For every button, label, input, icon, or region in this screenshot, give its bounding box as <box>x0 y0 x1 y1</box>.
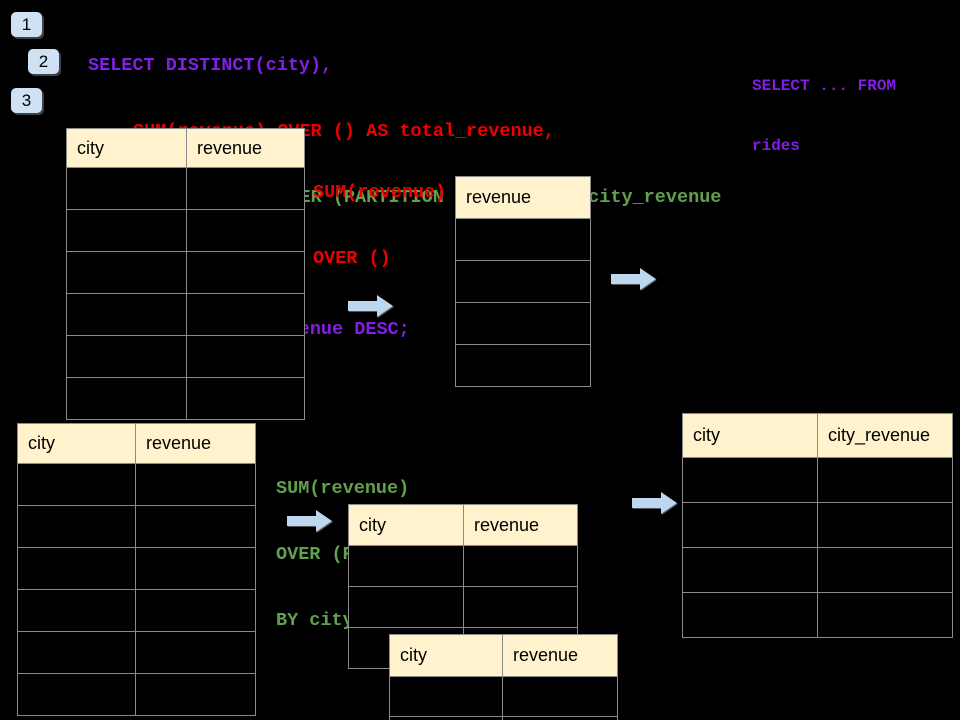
table-partition-front: city revenue <box>389 634 618 720</box>
column-header-revenue: revenue <box>502 634 618 677</box>
table-row <box>17 505 256 548</box>
table-row <box>682 547 953 593</box>
table-row <box>17 673 256 716</box>
label-sum-over-total: SUM(revenue) OVER () <box>313 138 446 314</box>
table-row <box>17 631 256 674</box>
header-row: revenue <box>455 176 591 219</box>
arrow-right-icon <box>611 268 656 290</box>
header-row: city revenue <box>66 128 305 168</box>
table-row <box>682 457 953 503</box>
table-row <box>66 293 305 336</box>
label-total-line-1: SUM(revenue) <box>313 182 447 203</box>
table-source-bottom: city revenue <box>17 423 256 716</box>
column-header-city: city <box>682 413 818 458</box>
column-header-revenue: revenue <box>463 504 578 546</box>
column-header-city: city <box>66 128 187 168</box>
header-row: city revenue <box>348 504 578 546</box>
table-row <box>348 586 578 628</box>
table-row <box>66 251 305 294</box>
column-header-revenue: revenue <box>186 128 305 168</box>
step-badge-1: 1 <box>11 12 42 37</box>
table-final-result: city city_revenue <box>682 413 953 638</box>
table-row <box>455 302 591 345</box>
table-row <box>348 545 578 587</box>
table-source-top: city revenue <box>66 128 305 420</box>
header-row: city city_revenue <box>682 413 953 458</box>
column-header-revenue: revenue <box>135 423 256 464</box>
label-partition-line-1: SUM(revenue) <box>276 478 410 499</box>
table-row <box>455 218 591 261</box>
column-header-city-revenue: city_revenue <box>817 413 953 458</box>
table-row <box>17 547 256 590</box>
column-header-city: city <box>389 634 503 677</box>
arrow-right-icon <box>287 510 332 532</box>
sql-line-select: SELECT DISTINCT(city), <box>88 55 333 76</box>
table-row <box>389 676 618 717</box>
column-header-revenue: revenue <box>455 176 591 219</box>
table-row <box>17 589 256 632</box>
note-line-2: rides <box>752 137 801 155</box>
table-row <box>682 592 953 638</box>
table-row <box>455 260 591 303</box>
arrow-right-icon <box>632 492 677 514</box>
step-badge-2: 2 <box>28 49 59 74</box>
header-row: city revenue <box>389 634 618 677</box>
table-row <box>66 167 305 210</box>
select-from-note: SELECT ... FROM rides <box>752 36 896 196</box>
table-row <box>17 463 256 506</box>
table-row <box>66 209 305 252</box>
table-row <box>455 344 591 387</box>
column-header-city: city <box>17 423 136 464</box>
table-row <box>66 335 305 378</box>
note-line-1: SELECT ... FROM <box>752 77 897 95</box>
label-total-line-2: OVER () <box>313 248 391 269</box>
column-header-city: city <box>348 504 464 546</box>
table-row <box>682 502 953 548</box>
header-row: city revenue <box>17 423 256 464</box>
step-badge-3: 3 <box>11 88 42 113</box>
arrow-right-icon <box>348 295 393 317</box>
table-row <box>66 377 305 420</box>
table-row <box>389 716 618 720</box>
table-total-revenue-result: revenue <box>455 176 591 387</box>
